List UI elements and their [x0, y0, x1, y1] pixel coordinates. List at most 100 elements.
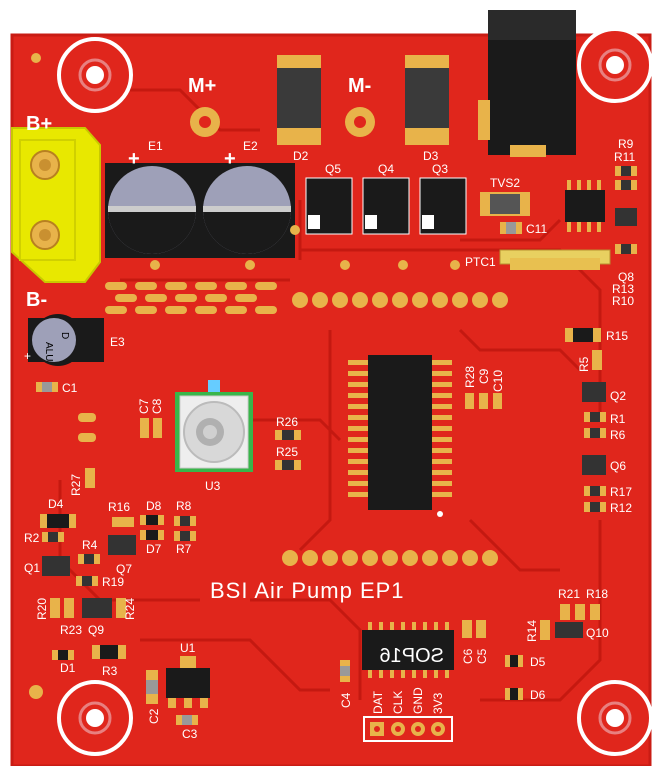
resistor-r3: [92, 645, 126, 659]
r24-label: R24: [123, 598, 137, 620]
d8-label: D8: [146, 499, 162, 513]
r27-label: R27: [69, 474, 83, 496]
resistor-r9: [615, 166, 637, 176]
resistor-r4: [78, 554, 100, 564]
e2-label: E2: [243, 139, 258, 153]
resistor-r11: [615, 180, 637, 190]
r8-label: R8: [176, 499, 192, 513]
header-pin-clk: CLK: [391, 691, 405, 714]
regulator-u1: [166, 656, 210, 708]
u3-label: U3: [205, 479, 221, 493]
capacitor-e2: [200, 163, 295, 258]
diode-d7: [140, 530, 164, 540]
resistor-r17: [584, 486, 606, 496]
r25-label: R25: [276, 445, 298, 459]
header-pads-bottom: [282, 550, 498, 566]
r17-label: R17: [610, 485, 632, 499]
resistor-r27: [85, 468, 95, 488]
m-plus-label: M+: [188, 75, 216, 97]
r20-label: R20: [35, 598, 49, 620]
resistor-r15: [565, 328, 601, 342]
resistor-r7: [174, 531, 196, 541]
mounting-holes: [57, 27, 653, 756]
r13-label: R13: [612, 282, 634, 296]
battery-connector[interactable]: [11, 127, 101, 283]
resistor-r16: [112, 517, 134, 527]
mount-hole-bottom-right: [577, 680, 653, 756]
led-d6: [505, 688, 523, 700]
q3-label: Q3: [432, 162, 448, 176]
resistor-r6: [584, 428, 606, 438]
resistor-r26: [275, 430, 301, 440]
transistor-q1: [42, 556, 70, 576]
motor-minus-pad: [345, 107, 375, 137]
diode-d4: [40, 514, 76, 528]
resistor-r12: [584, 502, 606, 512]
d7-label: D7: [146, 542, 162, 556]
transistor-q6: [582, 455, 606, 475]
b-minus-label: B-: [26, 289, 47, 311]
q9-label: Q9: [88, 623, 104, 637]
q2-label: Q2: [610, 389, 626, 403]
b-plus-label: B+: [26, 113, 52, 135]
transistor-q7: [108, 535, 136, 555]
r23-label: R23: [60, 623, 82, 637]
header-pin-3v3: 3V3: [431, 692, 445, 714]
r6-label: R6: [610, 428, 626, 442]
d3-label: D3: [423, 149, 439, 163]
ptc-fuse: [499, 249, 611, 270]
capacitor-c3: [176, 715, 198, 725]
mosfet-q5: [305, 177, 353, 235]
resistor-r2: [42, 532, 64, 542]
rotary-potentiometer-u3[interactable]: [175, 380, 253, 472]
q6-label: Q6: [610, 459, 626, 473]
r10-label: R10: [612, 294, 634, 308]
header-pads-top: [292, 292, 508, 308]
programming-header[interactable]: [363, 716, 453, 742]
r7-label: R7: [176, 542, 192, 556]
resistor-r23: [64, 598, 74, 618]
capacitor-c4: [340, 660, 350, 682]
r2-label: R2: [24, 531, 40, 545]
r1-label: R1: [610, 412, 626, 426]
mount-hole-top-left: [57, 37, 133, 113]
capacitors-c6-c5: [462, 620, 486, 638]
u1-label: U1: [180, 641, 196, 655]
motor-plus-pad: [190, 107, 220, 137]
tvs-diode: [480, 192, 530, 216]
q8-label: Q8: [618, 270, 634, 284]
d4-label: D4: [48, 497, 64, 511]
resistor-r14: [540, 620, 550, 640]
q7-label: Q7: [116, 562, 132, 576]
ic-sop16: [362, 622, 454, 678]
q4-label: Q4: [378, 162, 394, 176]
c6-label: C6: [461, 648, 475, 664]
r12-label: R12: [610, 501, 632, 515]
ptc1-label: PTC1: [465, 255, 496, 269]
fiducial-pad: [31, 53, 41, 63]
resistor-r25: [275, 460, 301, 470]
dc-power-jack[interactable]: [478, 10, 576, 157]
c1-label: C1: [62, 381, 78, 395]
mount-hole-bottom-left: [57, 680, 133, 756]
r19-label: R19: [102, 575, 124, 589]
capacitor-e1: [105, 163, 200, 258]
r5-label: R5: [577, 356, 591, 372]
led-d5: [505, 655, 523, 667]
capacitors-c7-c8: [140, 418, 162, 438]
capacitor-c11: [500, 222, 522, 234]
q1-label: Q1: [24, 561, 40, 575]
header-pin-dat: DAT: [371, 690, 385, 714]
q10-label: Q10: [586, 626, 609, 640]
resistor-r5: [592, 350, 602, 370]
r21-label: R21: [558, 587, 580, 601]
transistor-q8: [615, 208, 637, 226]
c9-label: C9: [477, 368, 491, 384]
c4-label: C4: [339, 692, 353, 708]
capacitor-c2: [146, 670, 158, 704]
diode-d2: [277, 55, 321, 145]
c11-label: C11: [526, 222, 547, 236]
resistor-r8: [174, 516, 196, 526]
e3-silk-text: ALU: [43, 342, 54, 361]
